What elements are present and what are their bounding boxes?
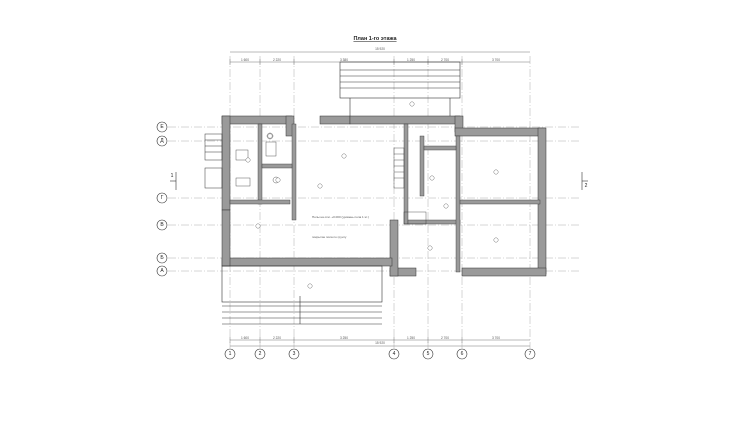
axis-row-label-0: Е bbox=[160, 124, 164, 130]
axis-row-label-3: В bbox=[160, 222, 164, 228]
section-mark-right-label: 2 bbox=[585, 183, 588, 189]
room-marker-6 bbox=[429, 175, 435, 181]
room-marker-8 bbox=[427, 245, 433, 251]
section-mark-left bbox=[170, 172, 177, 190]
bottom-dims-label-5: 3 700 bbox=[492, 336, 500, 340]
axis-bubble-5: 5 bbox=[422, 348, 434, 360]
top-dims-label-2: 3 380 bbox=[340, 58, 348, 62]
axis-label-5: 5 bbox=[427, 351, 430, 357]
axis-bubble-row-4: Б bbox=[156, 252, 168, 264]
axis-label-4: 4 bbox=[393, 351, 396, 357]
axis-bubble-4: 4 bbox=[388, 348, 400, 360]
axis-bubble-row-2: Г bbox=[156, 192, 168, 204]
axis-bubble-row-1: Д bbox=[156, 135, 168, 147]
overall-dimension-top: 15 920 bbox=[375, 47, 385, 51]
axis-bubble-6: 6 bbox=[456, 348, 468, 360]
top-dims-label-1: 2 220 bbox=[273, 58, 281, 62]
drawing-title: План 1-го этажа bbox=[353, 36, 397, 42]
axis-label-1: 1 bbox=[229, 351, 232, 357]
axis-row-label-2: Г bbox=[161, 195, 164, 201]
axis-bubble-row-3: В bbox=[156, 219, 168, 231]
top-dims-label-3: 1 250 bbox=[407, 58, 415, 62]
top-dimension-chain: 1 600 2 220 3 380 1 250 2 700 3 700 bbox=[229, 58, 500, 65]
axis-label-7: 7 bbox=[529, 351, 532, 357]
level-note-1: Полы на отм. +0.000 (уровень пола 1 эт.) bbox=[312, 215, 369, 219]
top-porch-stairs bbox=[339, 61, 461, 120]
axis-row-label-5: А bbox=[160, 268, 164, 274]
axis-row-label-1: Д bbox=[160, 138, 164, 144]
bottom-dims-label-3: 1 250 bbox=[407, 336, 415, 340]
top-dims-label-0: 1 600 bbox=[241, 58, 249, 62]
room-marker-5 bbox=[409, 101, 415, 107]
axis-label-2: 2 bbox=[259, 351, 262, 357]
axis-bubble-row-0: Е bbox=[156, 121, 168, 133]
room-marker-4 bbox=[307, 283, 313, 289]
room-marker-2 bbox=[317, 183, 323, 189]
axis-bubble-3: 3 bbox=[288, 348, 300, 360]
room-marker-0 bbox=[267, 133, 273, 139]
axis-label-6: 6 bbox=[461, 351, 464, 357]
section-mark-right bbox=[581, 172, 588, 190]
room-marker-1 bbox=[341, 153, 347, 159]
interior-stair bbox=[393, 147, 427, 225]
axis-bubble-7: 7 bbox=[524, 348, 536, 360]
outer-walls bbox=[221, 115, 547, 277]
top-dims-label-4: 2 700 bbox=[441, 58, 449, 62]
bottom-dims-label-4: 2 700 bbox=[441, 336, 449, 340]
room-marker-12 bbox=[275, 177, 281, 183]
axis-bubble-row-5: А bbox=[156, 265, 168, 277]
room-marker-11 bbox=[245, 157, 251, 163]
room-marker-10 bbox=[493, 237, 499, 243]
axis-label-3: 3 bbox=[293, 351, 296, 357]
bottom-dims-label-2: 3 250 bbox=[340, 336, 348, 340]
bottom-dims-label-1: 2 220 bbox=[273, 336, 281, 340]
room-marker-9 bbox=[493, 169, 499, 175]
room-marker-3 bbox=[255, 223, 261, 229]
left-entry-steps bbox=[204, 133, 223, 189]
room-markers bbox=[245, 101, 499, 289]
bottom-dims-label-0: 1 600 bbox=[241, 336, 249, 340]
axis-bubble-2: 2 bbox=[254, 348, 266, 360]
room-marker-7 bbox=[443, 203, 449, 209]
axis-bubble-1: 1 bbox=[224, 348, 236, 360]
bottom-terrace bbox=[221, 265, 383, 325]
section-mark-left-label: 1 bbox=[171, 173, 174, 179]
interior-walls bbox=[229, 123, 541, 273]
top-dims-label-5: 3 700 bbox=[492, 58, 500, 62]
bottom-dimension-chain: 1 600 2 220 3 250 1 250 2 700 3 700 bbox=[229, 336, 500, 343]
axis-row-label-4: Б bbox=[160, 255, 164, 261]
overall-dimension-bottom: 15 920 bbox=[375, 341, 385, 345]
level-note-2: покрытие пола по грунту bbox=[312, 235, 347, 239]
